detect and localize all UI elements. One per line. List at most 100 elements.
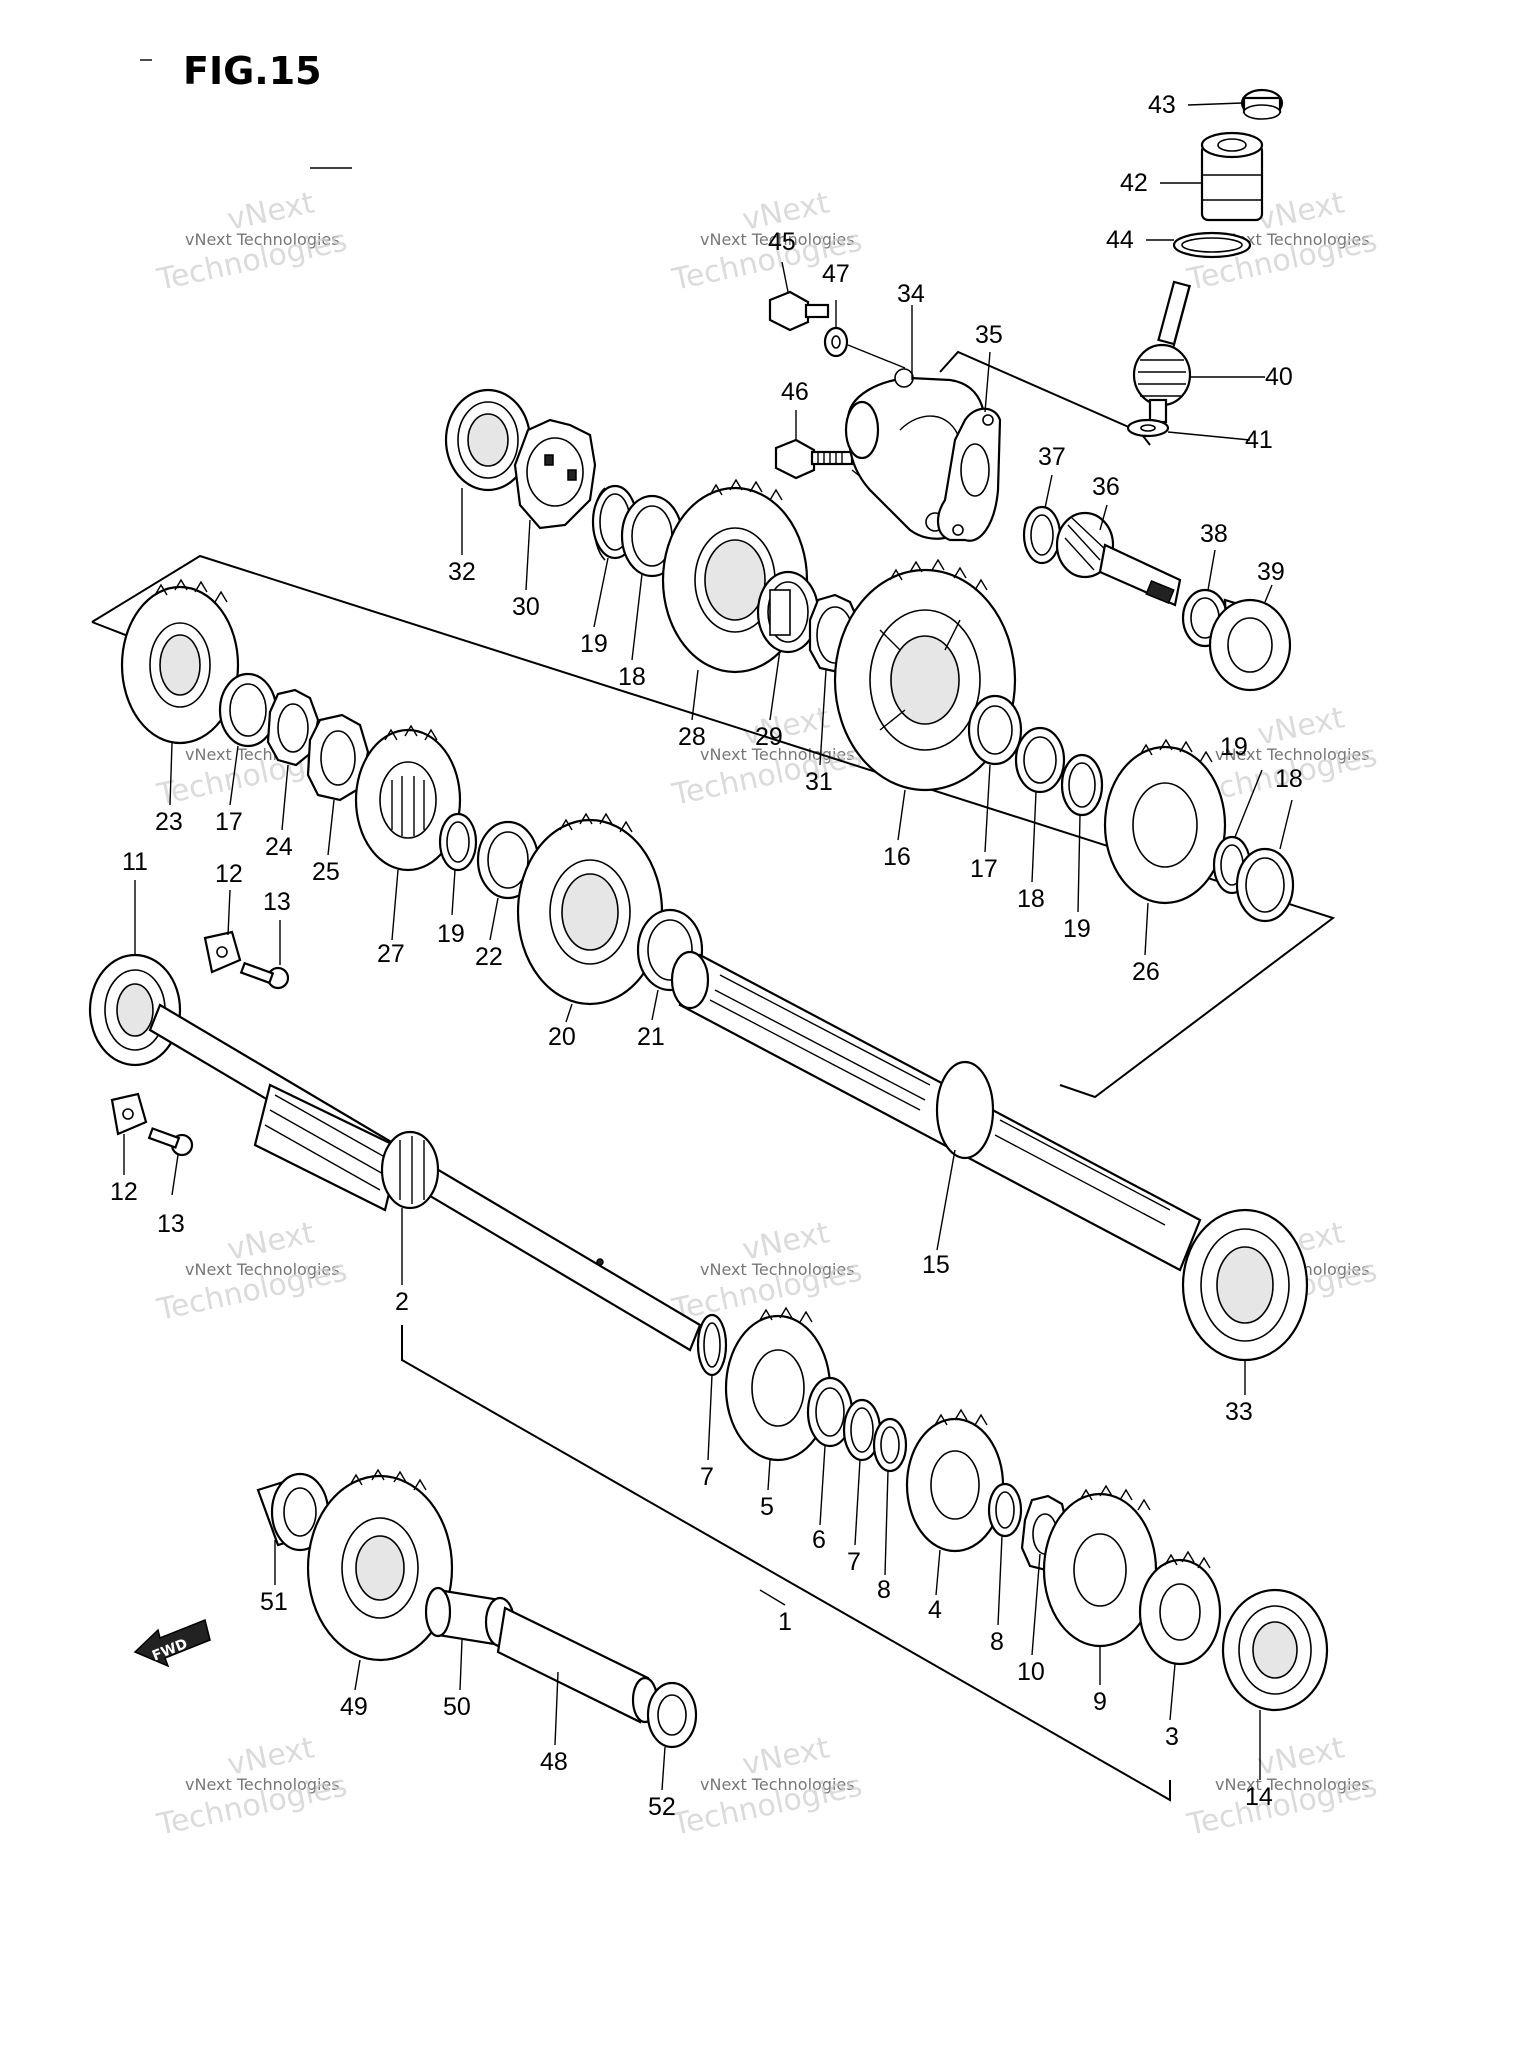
part-label-46: 46	[781, 378, 809, 406]
part-label-17: 17	[970, 855, 998, 883]
part-label-14: 14	[1245, 1783, 1273, 1811]
watermark-small: vNext Technologies	[700, 230, 855, 249]
part-label-6: 6	[812, 1526, 826, 1554]
part-label-8: 8	[877, 1576, 891, 1604]
part-label-49: 49	[340, 1693, 368, 1721]
part-37-o-ring	[1022, 505, 1062, 565]
part-label-23: 23	[155, 808, 183, 836]
part-label-13: 13	[263, 888, 291, 916]
part-label-41: 41	[1245, 426, 1273, 454]
part-label-25: 25	[312, 858, 340, 886]
part-label-38: 38	[1200, 520, 1228, 548]
part-35-gasket	[937, 407, 1002, 542]
part-12-plate	[203, 930, 242, 974]
part-label-39: 39	[1257, 558, 1285, 586]
watermark-small: vNext Technologies	[185, 1260, 340, 1279]
part-label-9: 9	[1093, 1688, 1107, 1716]
part-label-43: 43	[1148, 91, 1176, 119]
part-label-27: 27	[377, 940, 405, 968]
leader-lines	[123, 102, 1293, 1791]
part-32-bearing	[444, 388, 532, 492]
part-27-gear	[354, 724, 462, 872]
part-label-11: 11	[122, 848, 148, 876]
part-15-countershaft	[670, 950, 1202, 1272]
part-label-22: 22	[475, 943, 503, 971]
part-19-circlip	[1060, 753, 1104, 817]
group-bracket-driveshaft	[401, 1325, 1171, 1802]
part-label-7: 7	[700, 1463, 714, 1491]
part-4-gear	[905, 1408, 1005, 1553]
watermark-small: vNext Technologies	[185, 230, 340, 249]
watermark-small: vNext Technologies	[185, 1775, 340, 1794]
watermark-small: vNext Technologies	[1215, 1775, 1370, 1794]
part-label-30: 30	[512, 593, 540, 621]
part-label-10: 10	[1017, 1658, 1045, 1686]
part-label-45: 45	[768, 228, 796, 256]
figure-title: FIG.15	[183, 49, 322, 93]
watermark-small: vNext Technologies	[1215, 745, 1370, 764]
part-14-bearing	[1221, 1588, 1329, 1712]
part-21-bushing	[636, 908, 704, 992]
part-17-bushing	[218, 672, 278, 748]
part-label-18: 18	[1275, 765, 1303, 793]
part-label-48: 48	[540, 1748, 568, 1776]
part-9-gear	[1042, 1484, 1158, 1648]
part-label-3: 3	[1165, 1723, 1179, 1751]
part-label-40: 40	[1265, 363, 1293, 391]
part-18-washer	[1235, 847, 1295, 923]
part-20-gear	[516, 812, 664, 1006]
part-39-cap	[1208, 598, 1292, 692]
part-label-18: 18	[1017, 885, 1045, 913]
watermark: vNext vNext Technologies Technologies	[153, 1730, 350, 1843]
part-5-gear	[724, 1306, 832, 1462]
group-bracket-speedometer	[939, 350, 1141, 433]
part-24-lock-washer	[266, 688, 320, 767]
part-30-cam	[513, 418, 597, 530]
part-label-7: 7	[847, 1548, 861, 1576]
watermark-small: vNext Technologies	[700, 745, 855, 764]
part-7-circlip	[696, 1313, 728, 1377]
part-13-screw	[239, 961, 290, 990]
part-43-cap	[1240, 88, 1284, 120]
watermark: vNext vNext Technologies Technologies	[668, 1730, 865, 1843]
watermark-small: vNext Technologies	[1215, 230, 1370, 249]
part-47-washer	[823, 326, 849, 358]
part-label-20: 20	[548, 1023, 576, 1051]
part-label-13: 13	[157, 1210, 185, 1238]
part-23-gear	[120, 578, 240, 745]
part-19-circlip	[438, 812, 478, 872]
part-label-26: 26	[1132, 958, 1160, 986]
part-label-42: 42	[1120, 169, 1148, 197]
part-label-31: 31	[805, 768, 833, 796]
part-45-bolt	[768, 290, 830, 332]
part-label-8: 8	[990, 1628, 1004, 1656]
part-2-driveshaft	[148, 1003, 702, 1352]
part-label-12: 12	[215, 860, 243, 888]
part-label-44: 44	[1106, 226, 1134, 254]
part-48-shaft	[496, 1606, 659, 1724]
part-29-bushing	[756, 570, 820, 654]
part-label-18: 18	[618, 663, 646, 691]
part-label-19: 19	[437, 920, 465, 948]
part-label-51: 51	[260, 1588, 288, 1616]
part-label-1: 1	[778, 1608, 792, 1636]
part-label-17: 17	[215, 808, 243, 836]
part-label-4: 4	[928, 1596, 942, 1624]
part-label-28: 28	[678, 723, 706, 751]
part-18-washer	[1014, 726, 1066, 794]
part-label-19: 19	[1063, 915, 1091, 943]
part-13-screw	[147, 1127, 194, 1157]
part-label-32: 32	[448, 558, 476, 586]
part-17-bushing	[967, 694, 1023, 766]
part-label-50: 50	[443, 1693, 471, 1721]
part-3-gear	[1138, 1550, 1222, 1666]
part-label-15: 15	[922, 1251, 950, 1279]
part-44-o-ring	[1172, 231, 1252, 259]
watermark-small: vNext Technologies	[700, 1775, 855, 1794]
part-52-washer	[646, 1681, 698, 1749]
watermark-small: vNext Technologies	[700, 1260, 855, 1279]
part-label-35: 35	[975, 321, 1003, 349]
part-40-driven-gear	[1132, 280, 1192, 424]
watermark: vNext vNext Technologies Technologies	[1183, 1730, 1380, 1843]
